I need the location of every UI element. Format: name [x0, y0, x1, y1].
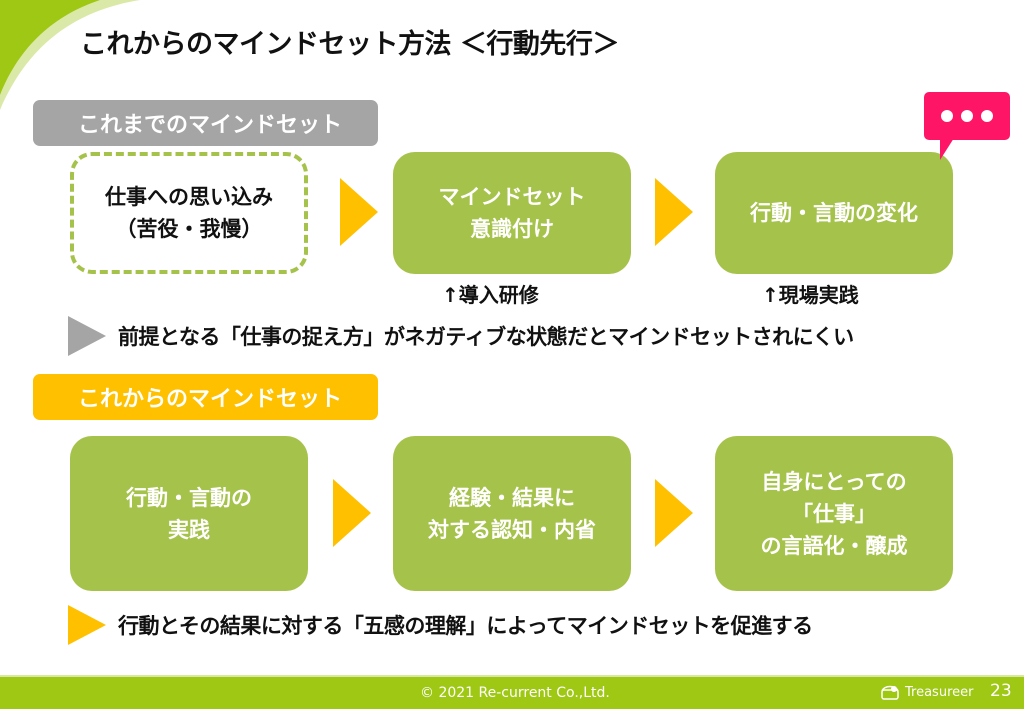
- page-title: これからのマインドセット方法 ＜行動先行＞: [80, 29, 619, 60]
- section-label-after: これからのマインドセット: [33, 374, 378, 420]
- arrow-right-icon: [340, 178, 378, 246]
- footer-divider: [0, 675, 1024, 677]
- step-box-before-1: 仕事への思い込み （苦役・我慢）: [70, 152, 308, 274]
- corner-decoration: [0, 0, 140, 110]
- step-box-after-2: 経験・結果に 対する認知・内省: [393, 436, 631, 591]
- triangle-bullet-icon: [68, 605, 106, 645]
- summary-before: 前提となる「仕事の捉え方」がネガティブな状態だとマインドセットされにくい: [68, 316, 854, 356]
- speech-bubble-ellipsis-icon: [924, 92, 1010, 140]
- section-label-before: これまでのマインドセット: [33, 100, 378, 146]
- speech-bubble-tail: [940, 138, 954, 160]
- step-box-after-3: 自身にとっての 「仕事」 の言語化・醸成: [715, 436, 953, 591]
- triangle-bullet-icon: [68, 316, 106, 356]
- copyright-text: © 2021 Re-current Co.,Ltd.: [420, 685, 610, 701]
- summary-after-text: 行動とその結果に対する「五感の理解」によってマインドセットを促進する: [118, 614, 813, 638]
- brand-name: Treasureer: [905, 684, 974, 700]
- brand-logo: Treasureer: [880, 683, 973, 701]
- summary-before-text: 前提となる「仕事の捉え方」がネガティブな状態だとマインドセットされにくい: [118, 325, 854, 349]
- footer-bar: [0, 677, 1024, 709]
- dot: [961, 110, 973, 122]
- dot: [941, 110, 953, 122]
- step-box-after-1: 行動・言動の 実践: [70, 436, 308, 591]
- arrow-right-icon: [655, 178, 693, 246]
- step-box-before-2: マインドセット 意識付け: [393, 152, 631, 274]
- step-note-training: ↑導入研修: [442, 283, 539, 307]
- step-note-practice: ↑現場実践: [762, 283, 859, 307]
- page-number: 23: [990, 681, 1012, 701]
- arrow-right-icon: [655, 479, 693, 547]
- arrow-right-icon: [333, 479, 371, 547]
- summary-after: 行動とその結果に対する「五感の理解」によってマインドセットを促進する: [68, 605, 813, 645]
- dot: [981, 110, 993, 122]
- step-box-before-3: 行動・言動の変化: [715, 152, 953, 274]
- treasure-chest-icon: [881, 685, 899, 700]
